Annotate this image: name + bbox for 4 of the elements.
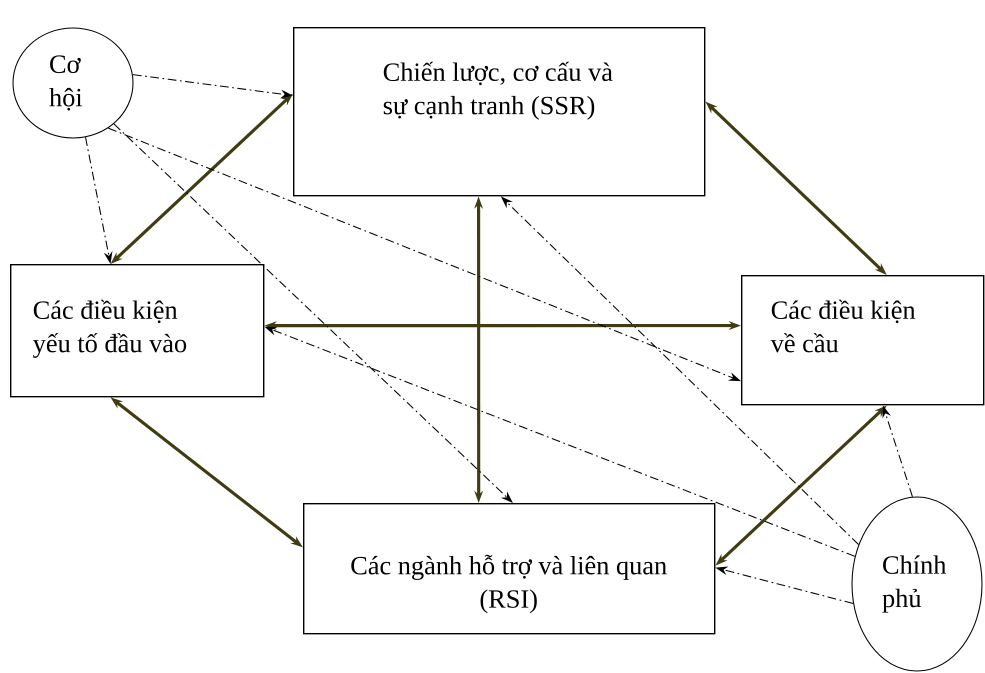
factor-box: Các điều kiện yếu tố đầu vào xyxy=(10,264,264,398)
factor-box: Các ngành hỗ trợ và liên quan (RSI) xyxy=(303,503,716,634)
factor-box: Chiến lược, cơ cấu và sự cạnh tranh (SSR) xyxy=(293,27,706,196)
factor-box: Các điều kiện về cầu xyxy=(741,275,984,406)
